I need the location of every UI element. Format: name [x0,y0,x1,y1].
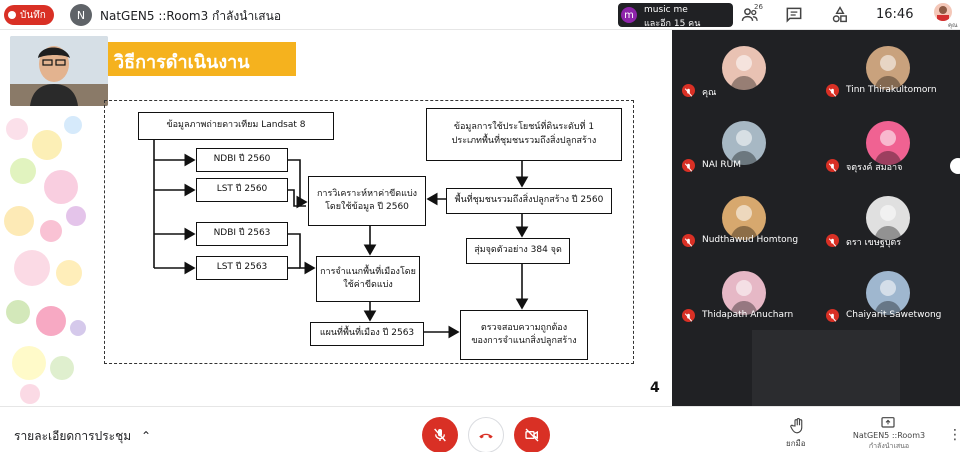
participant-name: คุณ [702,88,717,98]
participant-avatar [722,196,766,240]
participant-avatar [866,271,910,315]
bokeh-decoration [0,110,100,406]
end-call-button[interactable] [468,417,504,452]
box-urban-classification: การจำแนกพื้นที่เมืองโดย ใช้ค่าขีดแบ่ง [316,256,420,302]
mic-muted-icon [826,159,839,172]
box-ndbi-2563: NDBI ปี 2563 [196,222,288,246]
participant-tile[interactable]: NAI RUM [672,105,816,180]
box-urban-map-2563: แผนที่พื้นที่เมือง ปี 2563 [310,322,424,346]
participant-avatar [866,196,910,240]
camera-toggle-button[interactable] [514,417,550,452]
self-label: คุณ [948,22,958,29]
box-builtup-2560: พื้นที่ชุมชนรวมถึงสิ่งปลูกสร้าง ปี 2560 [446,188,612,214]
landuse-line2: ประเภทพื้นที่ชุมชนรวมถึงสิ่งปลูกสร้าง [451,135,597,146]
slide-page-number: 4 [650,380,660,396]
activities-icon[interactable] [830,5,850,25]
panel-expand-button[interactable] [950,158,960,174]
participant-tile-last[interactable] [752,330,900,406]
participant-name: Tinn Thirakultomorn [846,85,937,95]
participant-tile[interactable]: Chaiyarit Sawetwong [816,255,960,330]
box-random-samples: สุ่มจุดตัวอย่าง 384 จุด [466,238,570,264]
mic-toggle-button[interactable] [422,417,458,452]
raise-hand-label: ยกมือ [786,439,806,448]
participant-name: Nudthawud Homtong [702,235,799,245]
box-lst-2563: LST ปี 2563 [196,256,288,280]
self-avatar[interactable] [934,3,952,21]
meeting-details-button[interactable]: รายละเอียดการประชุม ⌃ [14,427,151,446]
participant-avatar [866,46,910,90]
mic-muted-icon [826,84,839,97]
join-notification[interactable]: m music me และอีก 15 คน [618,3,733,29]
mic-muted-icon [682,84,695,97]
mic-muted-icon [826,234,839,247]
participant-tile[interactable]: Nudthawud Homtong [672,180,816,255]
participant-tile[interactable]: Thidapath Anucharn [672,255,816,330]
participant-avatar [866,121,910,165]
mic-muted-icon [682,309,695,322]
presenter-avatar: N [70,4,92,26]
top-bar: บันทึก N NatGEN5 ::Room3 กำลังนำเสนอ m m… [0,0,960,30]
presenter-camera [10,36,108,106]
analysis-line2: โดยใช้ข้อมูล ปี 2560 [325,202,409,212]
presenter-title: NatGEN5 ::Room3 กำลังนำเสนอ [100,9,282,23]
box-threshold-analysis: การวิเคราะห์หาค่าขีดแบ่ง โดยใช้ข้อมูล ปี… [308,176,426,226]
flowchart-connectors [153,140,529,339]
participant-tile[interactable]: ดรา เขษฐบุตร [816,180,960,255]
participant-name: NAI RUM [702,160,742,170]
recording-badge: บันทึก [4,5,54,25]
chevron-up-icon: ⌃ [141,429,152,443]
mic-muted-icon [682,159,695,172]
participant-name: Thidapath Anucharn [702,310,794,320]
people-icon[interactable] [740,5,760,25]
box-land-use-data: ข้อมูลการใช้ประโยชน์ที่ดินระดับที่ 1 ประ… [426,108,622,161]
camera-off-icon [525,428,539,442]
verify-line1: ตรวจสอบความถูกต้อง [480,322,568,333]
presenter-name-label: NatGEN5 ::Room3 [852,431,926,440]
participant-name: Chaiyarit Sawetwong [846,310,942,320]
participant-tile[interactable]: จตุรงค์ สมอาจ [816,105,960,180]
chat-icon[interactable] [784,5,804,25]
participant-name: ดรา เขษฐบุตร [846,238,902,248]
slide-title: วิธีการดำเนินงาน [108,42,296,76]
people-count: 26 [754,3,763,11]
participant-avatar [722,46,766,90]
classify-line2: ใช้ค่าขีดแบ่ง [343,280,393,290]
meeting-details-label: รายละเอียดการประชุม [14,429,132,443]
box-ndbi-2560: NDBI ปี 2560 [196,148,288,172]
participant-avatar [722,121,766,165]
analysis-line1: การวิเคราะห์หาค่าขีดแบ่ง [316,188,418,199]
record-dot-icon [8,11,16,19]
landuse-line1: ข้อมูลการใช้ประโยชน์ที่ดินระดับที่ 1 [453,122,595,132]
participant-name: จตุรงค์ สมอาจ [846,163,903,173]
hand-icon [790,417,803,434]
bottom-bar: รายละเอียดการประชุม ⌃ ยกมือ N [0,406,960,452]
mic-muted-icon [826,309,839,322]
present-screen-icon [881,417,895,428]
mic-off-icon [434,428,446,442]
notification-avatar: m [621,7,637,23]
clock: 16:46 [876,7,914,22]
notification-name: music me [644,5,688,15]
presentation-slide: วิธีการดำเนินงาน [0,30,672,406]
presenter-status-label: กำลังนำเสนอ [868,442,910,450]
more-options-icon[interactable]: ⋮ [948,427,960,443]
participant-tile[interactable]: Tinn Thirakultomorn [816,30,960,105]
flowchart-frame [104,100,634,364]
verify-line2: ของการจำแนกสิ่งปลูกสร้าง [471,336,577,346]
box-landsat-data: ข้อมูลภาพถ่ายดาวเทียม Landsat 8 [138,112,334,140]
mic-muted-icon [682,234,695,247]
recording-label: บันทึก [20,9,46,21]
box-lst-2560: LST ปี 2560 [196,178,288,202]
presentation-button[interactable] [852,415,924,435]
box-accuracy-check: ตรวจสอบความถูกต้อง ของการจำแนกสิ่งปลูกสร… [460,310,588,360]
participant-tile[interactable]: คุณ [672,30,816,105]
classify-line1: การจำแนกพื้นที่เมืองโดย [320,266,416,277]
raise-hand-button[interactable] [786,417,810,439]
phone-hangup-icon [479,433,493,439]
notification-others: และอีก 15 คน [644,19,701,29]
participant-avatar [722,271,766,315]
